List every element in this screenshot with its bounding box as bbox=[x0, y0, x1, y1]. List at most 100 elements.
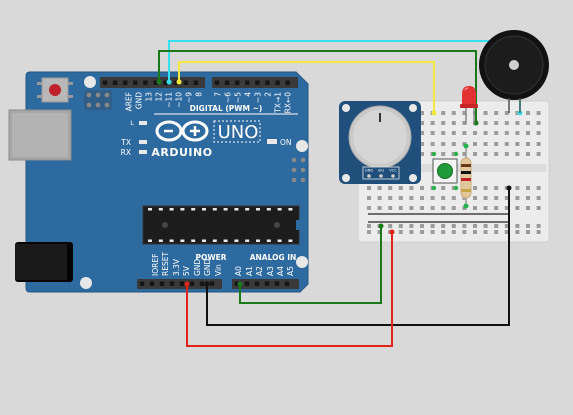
breadboard-hole[interactable] bbox=[377, 206, 382, 210]
breadboard-hole[interactable] bbox=[494, 206, 499, 210]
breadboard-hole[interactable] bbox=[420, 186, 424, 190]
breadboard-hole[interactable] bbox=[462, 224, 467, 228]
resistor-icon[interactable] bbox=[460, 143, 472, 209]
breadboard-hole[interactable] bbox=[441, 196, 446, 200]
header-pin-hole[interactable] bbox=[285, 80, 290, 85]
header-pin-hole[interactable] bbox=[123, 80, 128, 85]
breadboard-hole[interactable] bbox=[398, 230, 403, 234]
breadboard-hole[interactable] bbox=[473, 152, 477, 156]
breadboard-hole[interactable] bbox=[388, 206, 393, 210]
breadboard-hole[interactable] bbox=[515, 131, 520, 135]
header-pin-hole[interactable] bbox=[133, 80, 138, 85]
header-pin-hole[interactable] bbox=[153, 80, 158, 85]
pushbutton-cap[interactable] bbox=[437, 163, 453, 179]
pushbutton-icon[interactable] bbox=[431, 151, 459, 191]
breadboard-hole[interactable] bbox=[504, 206, 509, 210]
breadboard-hole[interactable] bbox=[536, 121, 541, 125]
breadboard-hole[interactable] bbox=[515, 224, 520, 228]
breadboard-hole[interactable] bbox=[515, 152, 520, 156]
breadboard-hole[interactable] bbox=[462, 152, 467, 156]
breadboard-hole[interactable] bbox=[430, 131, 435, 135]
breadboard-hole[interactable] bbox=[536, 230, 541, 234]
breadboard-hole[interactable] bbox=[483, 142, 488, 146]
header-pin-hole[interactable] bbox=[275, 80, 280, 85]
breadboard-hole[interactable] bbox=[494, 131, 499, 135]
breadboard-hole[interactable] bbox=[515, 230, 520, 234]
breadboard-hole[interactable] bbox=[451, 224, 456, 228]
breadboard-hole[interactable] bbox=[430, 196, 435, 200]
breadboard-hole[interactable] bbox=[483, 230, 488, 234]
wire-red[interactable] bbox=[186, 232, 393, 347]
breadboard-hole[interactable] bbox=[420, 131, 424, 135]
breadboard-hole[interactable] bbox=[398, 196, 403, 200]
breadboard-hole[interactable] bbox=[536, 152, 541, 156]
breadboard-hole[interactable] bbox=[451, 131, 456, 135]
header-pin-hole[interactable] bbox=[102, 80, 108, 85]
breadboard-hole[interactable] bbox=[367, 186, 371, 190]
breadboard-hole[interactable] bbox=[430, 206, 435, 210]
breadboard-hole[interactable] bbox=[526, 206, 530, 210]
breadboard-hole[interactable] bbox=[494, 224, 499, 228]
header-pin-hole[interactable] bbox=[193, 80, 199, 85]
pot-knob[interactable] bbox=[353, 110, 407, 164]
breadboard-hole[interactable] bbox=[526, 111, 530, 115]
breadboard-hole[interactable] bbox=[504, 142, 509, 146]
breadboard-hole[interactable] bbox=[483, 206, 488, 210]
breadboard-hole[interactable] bbox=[409, 206, 414, 210]
header-pin-hole[interactable] bbox=[189, 281, 195, 286]
breadboard-hole[interactable] bbox=[420, 196, 424, 200]
breadboard-hole[interactable] bbox=[451, 111, 456, 115]
breadboard-hole[interactable] bbox=[494, 186, 499, 190]
breadboard-hole[interactable] bbox=[388, 186, 393, 190]
breadboard-hole[interactable] bbox=[515, 121, 520, 125]
header-pin-hole[interactable] bbox=[244, 281, 250, 286]
breadboard-hole[interactable] bbox=[494, 196, 499, 200]
breadboard-hole[interactable] bbox=[536, 111, 541, 115]
breadboard-hole[interactable] bbox=[473, 196, 477, 200]
wire-green-top[interactable] bbox=[158, 50, 477, 123]
breadboard-hole[interactable] bbox=[515, 206, 520, 210]
header-pin-hole[interactable] bbox=[224, 80, 230, 85]
breadboard-hole[interactable] bbox=[536, 142, 541, 146]
header-pin-hole[interactable] bbox=[214, 80, 220, 85]
breadboard-hole[interactable] bbox=[462, 230, 467, 234]
header-pin-hole[interactable] bbox=[264, 281, 270, 286]
breadboard-hole[interactable] bbox=[420, 121, 424, 125]
breadboard-hole[interactable] bbox=[409, 196, 414, 200]
breadboard-hole[interactable] bbox=[536, 206, 541, 210]
breadboard-hole[interactable] bbox=[398, 206, 403, 210]
breadboard-hole[interactable] bbox=[504, 224, 509, 228]
breadboard-hole[interactable] bbox=[420, 224, 424, 228]
header-pin-hole[interactable] bbox=[234, 281, 240, 286]
breadboard-hole[interactable] bbox=[441, 224, 446, 228]
breadboard-hole[interactable] bbox=[483, 196, 488, 200]
breadboard-hole[interactable] bbox=[398, 224, 403, 228]
breadboard-hole[interactable] bbox=[526, 186, 530, 190]
breadboard-hole[interactable] bbox=[377, 186, 382, 190]
breadboard-hole[interactable] bbox=[367, 224, 371, 228]
breadboard-hole[interactable] bbox=[462, 121, 467, 125]
breadboard-hole[interactable] bbox=[504, 111, 509, 115]
header-pin-hole[interactable] bbox=[235, 80, 240, 85]
header-pin-hole[interactable] bbox=[143, 80, 148, 85]
wire-yellow[interactable] bbox=[178, 61, 435, 113]
breadboard-hole[interactable] bbox=[451, 186, 456, 190]
breadboard-hole[interactable] bbox=[536, 186, 541, 190]
header-pin-hole[interactable] bbox=[255, 80, 260, 85]
breadboard-hole[interactable] bbox=[409, 224, 414, 228]
breadboard-hole[interactable] bbox=[430, 230, 435, 234]
breadboard-hole[interactable] bbox=[398, 186, 403, 190]
breadboard-hole[interactable] bbox=[451, 152, 456, 156]
header-pin-hole[interactable] bbox=[284, 281, 290, 286]
header-pin-hole[interactable] bbox=[209, 281, 215, 286]
breadboard-hole[interactable] bbox=[377, 196, 382, 200]
header-pin-hole[interactable] bbox=[254, 281, 260, 286]
wire-black[interactable] bbox=[206, 188, 510, 326]
breadboard-hole[interactable] bbox=[536, 196, 541, 200]
potentiometer-icon[interactable]: GND SIG VCC bbox=[339, 101, 421, 184]
breadboard-hole[interactable] bbox=[441, 142, 446, 146]
breadboard-hole[interactable] bbox=[473, 142, 477, 146]
breadboard-hole[interactable] bbox=[441, 131, 446, 135]
breadboard-hole[interactable] bbox=[377, 230, 382, 234]
